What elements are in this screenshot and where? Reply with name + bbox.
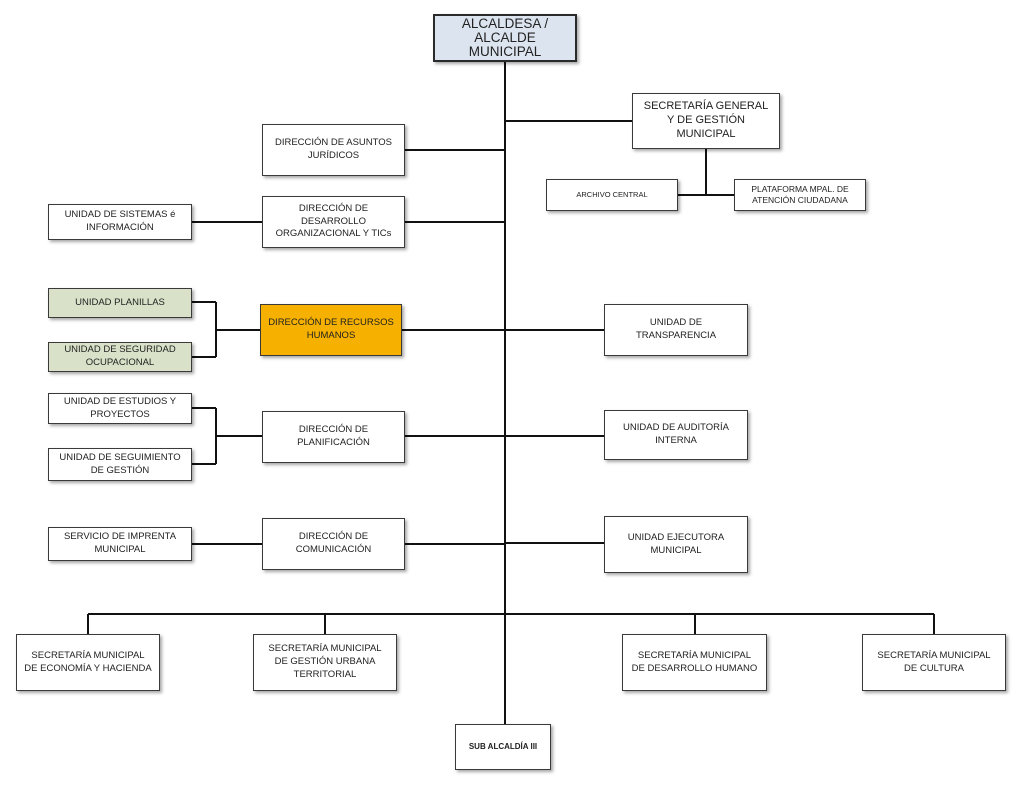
node-seguimiento-gestion[interactable]: UNIDAD DE SEGUIMIENTO DE GESTIÓN [48, 448, 192, 481]
node-unidad-sistemas[interactable]: UNIDAD DE SISTEMAS é INFORMACIÓN [48, 204, 192, 240]
node-recursos-humanos[interactable]: DIRECCIÓN DE RECURSOS HUMANOS [260, 304, 402, 356]
node-imprenta[interactable]: SERVICIO DE IMPRENTA MUNICIPAL [48, 527, 192, 561]
node-planificacion[interactable]: DIRECCIÓN DE PLANIFICACIÓN [262, 411, 405, 463]
node-seguimiento-gestion-label: UNIDAD DE SEGUIMIENTO DE GESTIÓN [59, 451, 181, 476]
node-alcaldesa[interactable]: ALCALDESA / ALCALDE MUNICIPAL [433, 14, 577, 62]
node-secretaria-general-label: SECRETARÍA GENERAL Y DE GESTIÓN MUNICIPA… [643, 100, 769, 140]
node-plataforma-label: PLATAFORMA MPAL. DE ATENCIÓN CIUDADANA [751, 183, 849, 205]
node-auditoria-interna-label: UNIDAD DE AUDITORÍA INTERNA [623, 422, 729, 446]
node-unidad-ejecutora[interactable]: UNIDAD EJECUTORA MUNICIPAL [604, 516, 748, 573]
node-unidad-planillas[interactable]: UNIDAD PLANILLAS [48, 288, 192, 318]
node-asuntos-juridicos[interactable]: DIRECCIÓN DE ASUNTOS JURÍDICOS [262, 124, 405, 176]
node-unidad-ejecutora-label: UNIDAD EJECUTORA MUNICIPAL [627, 531, 725, 556]
node-desarrollo-organizacional-label: DIRECCIÓN DE DESARROLLO ORGANIZACIONAL Y… [275, 202, 392, 240]
node-plataforma[interactable]: PLATAFORMA MPAL. DE ATENCIÓN CIUDADANA [734, 179, 866, 211]
node-asuntos-juridicos-label: DIRECCIÓN DE ASUNTOS JURÍDICOS [274, 137, 392, 161]
node-recursos-humanos-label: DIRECCIÓN DE RECURSOS HUMANOS [268, 317, 394, 341]
node-cultura-label: SECRETARÍA MUNICIPAL DE CULTURA [877, 649, 991, 674]
node-seguridad-ocupacional[interactable]: UNIDAD DE SEGURIDAD OCUPACIONAL [48, 342, 192, 372]
node-gestion-urbana[interactable]: SECRETARÍA MUNICIPAL DE GESTIÓN URBANA T… [253, 634, 397, 691]
node-economia-hacienda-label: SECRETARÍA MUNICIPAL DE ECONOMÍA Y HACIE… [24, 649, 152, 674]
node-secretaria-general[interactable]: SECRETARÍA GENERAL Y DE GESTIÓN MUNICIPA… [632, 93, 780, 149]
node-desarrollo-humano-label: SECRETARÍA MUNICIPAL DE DESARROLLO HUMAN… [631, 649, 758, 674]
node-unidad-planillas-label: UNIDAD PLANILLAS [75, 296, 165, 308]
node-economia-hacienda[interactable]: SECRETARÍA MUNICIPAL DE ECONOMÍA Y HACIE… [16, 634, 160, 691]
node-unidad-sistemas-label: UNIDAD DE SISTEMAS é INFORMACIÓN [64, 209, 176, 233]
node-transparencia[interactable]: UNIDAD DE TRANSPARENCIA [604, 304, 748, 356]
node-archivo-central-label: ARCHIVO CENTRAL [576, 189, 648, 199]
node-transparencia-label: UNIDAD DE TRANSPARENCIA [635, 317, 717, 341]
node-estudios-proyectos[interactable]: UNIDAD DE ESTUDIOS Y PROYECTOS [48, 393, 192, 424]
node-planificacion-label: DIRECCIÓN DE PLANIFICACIÓN [297, 424, 370, 448]
node-archivo-central[interactable]: ARCHIVO CENTRAL [546, 179, 678, 211]
node-cultura[interactable]: SECRETARÍA MUNICIPAL DE CULTURA [862, 634, 1006, 691]
node-seguridad-ocupacional-label: UNIDAD DE SEGURIDAD OCUPACIONAL [64, 344, 176, 368]
node-imprenta-label: SERVICIO DE IMPRENTA MUNICIPAL [63, 531, 177, 555]
node-gestion-urbana-label: SECRETARÍA MUNICIPAL DE GESTIÓN URBANA T… [268, 643, 382, 680]
node-comunicacion-label: DIRECCIÓN DE COMUNICACIÓN [295, 531, 372, 555]
node-desarrollo-organizacional[interactable]: DIRECCIÓN DE DESARROLLO ORGANIZACIONAL Y… [262, 196, 405, 248]
node-desarrollo-humano[interactable]: SECRETARÍA MUNICIPAL DE DESARROLLO HUMAN… [622, 634, 767, 691]
node-alcaldesa-label: ALCALDESA / ALCALDE MUNICIPAL [461, 15, 549, 60]
node-sub-alcaldia[interactable]: SUB ALCALDÍA III [455, 724, 551, 770]
node-auditoria-interna[interactable]: UNIDAD DE AUDITORÍA INTERNA [604, 410, 748, 460]
node-estudios-proyectos-label: UNIDAD DE ESTUDIOS Y PROYECTOS [63, 395, 177, 420]
node-comunicacion[interactable]: DIRECCIÓN DE COMUNICACIÓN [262, 518, 405, 570]
node-sub-alcaldia-label: SUB ALCALDÍA III [468, 741, 538, 751]
